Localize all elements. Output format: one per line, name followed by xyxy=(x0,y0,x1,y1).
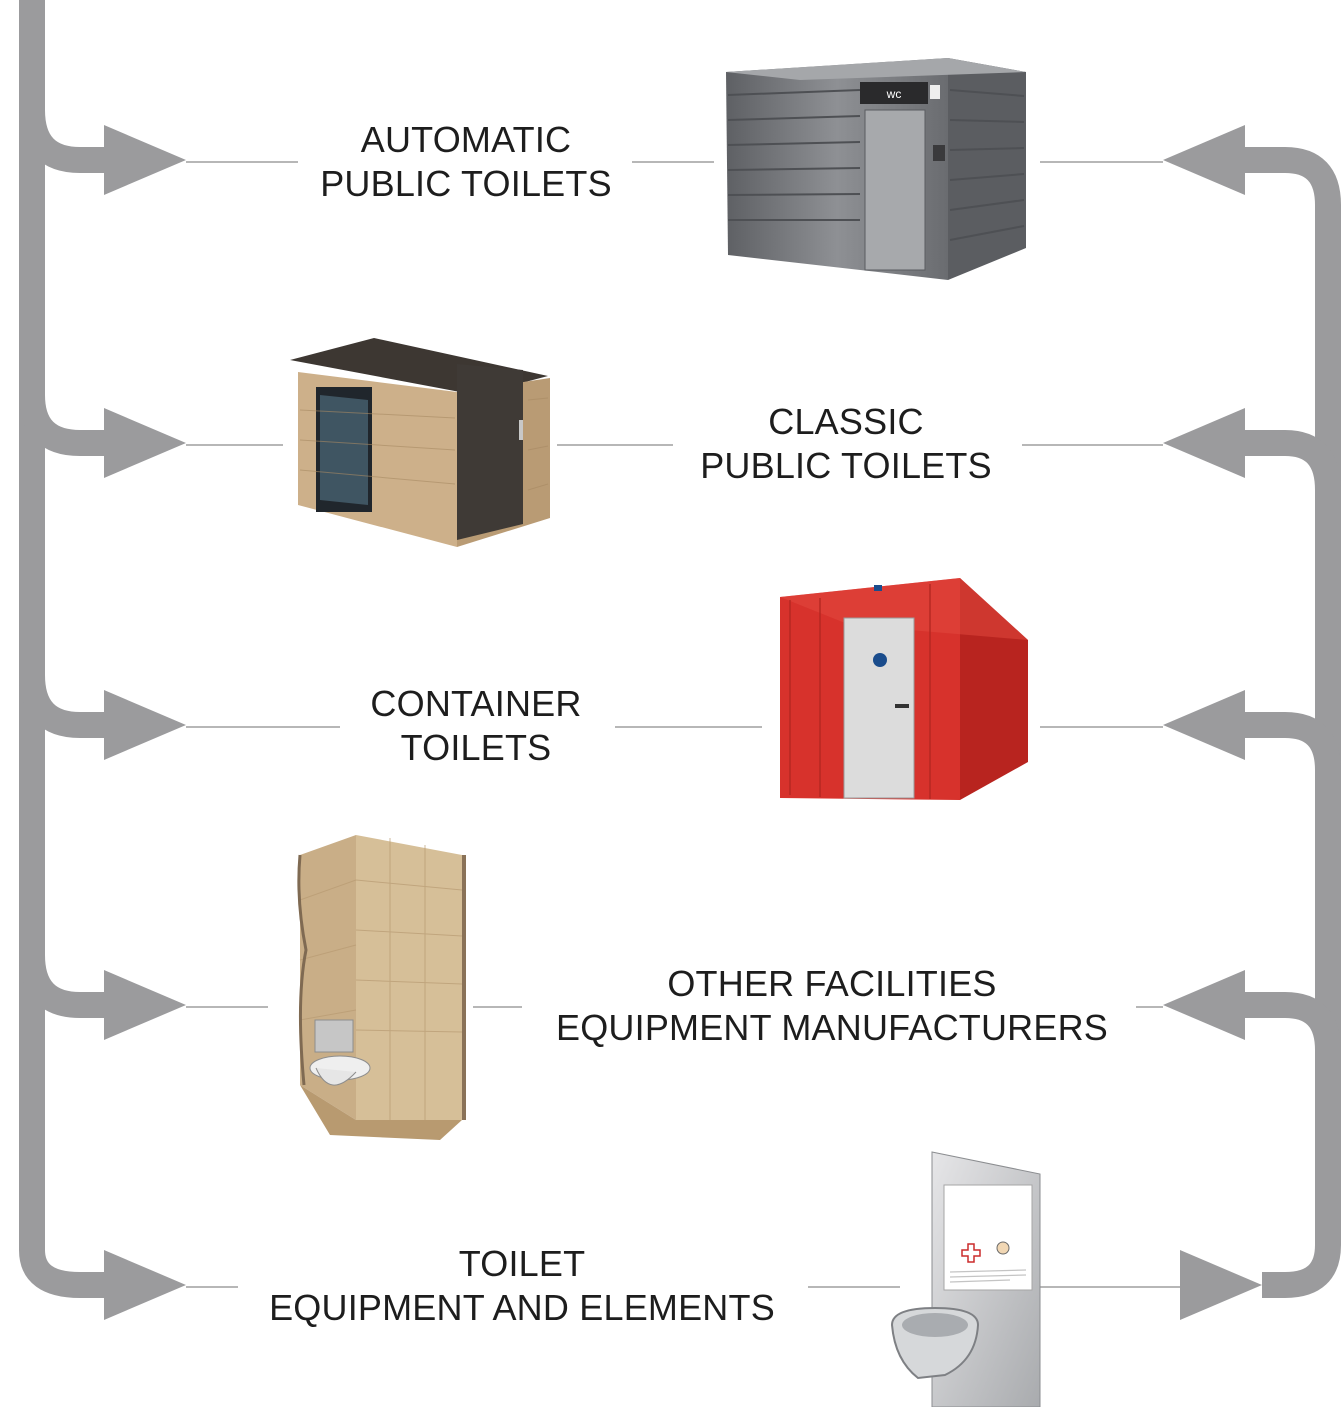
wall-hung-toilet-panel-image xyxy=(890,1151,1041,1407)
label-line: TOILETS xyxy=(400,727,552,768)
label-line: EQUIPMENT MANUFACTURERS xyxy=(556,1007,1108,1048)
arrow-icon xyxy=(1163,125,1245,195)
arrow-icon xyxy=(1180,1250,1262,1320)
first-aid-cross-icon xyxy=(961,1243,981,1263)
arrow-icon xyxy=(1163,970,1245,1040)
left-arrowheads xyxy=(104,125,186,1320)
connector-lines xyxy=(186,161,1180,1288)
category-label-container-toilets: CONTAINER TOILETS xyxy=(336,682,616,770)
svg-text:wc: wc xyxy=(886,87,902,101)
label-line: TOILET xyxy=(458,1243,586,1284)
arrow-icon xyxy=(104,408,186,478)
right-arrowheads xyxy=(1163,125,1262,1320)
label-line: CONTAINER xyxy=(370,683,582,724)
classic-public-toilet-image xyxy=(290,338,550,547)
tiled-wc-cabin-image xyxy=(297,835,466,1140)
arrow-icon xyxy=(104,970,186,1040)
container-toilet-image xyxy=(780,578,1028,800)
label-line: PUBLIC TOILETS xyxy=(320,163,612,204)
label-line: PUBLIC TOILETS xyxy=(700,445,992,486)
category-label-other-facilities: OTHER FACILITIES EQUIPMENT MANUFACTURERS xyxy=(532,962,1132,1050)
label-line: EQUIPMENT AND ELEMENTS xyxy=(269,1287,775,1328)
label-line: OTHER FACILITIES xyxy=(667,963,997,1004)
label-line: CLASSIC xyxy=(768,401,924,442)
right-flow-line xyxy=(1238,147,1341,1298)
arrow-icon xyxy=(104,1250,186,1320)
arrow-icon xyxy=(1163,690,1245,760)
arrow-icon xyxy=(1163,408,1245,478)
automatic-public-toilet-image: wc xyxy=(726,58,1026,280)
arrow-icon xyxy=(104,125,186,195)
category-label-classic-public-toilets: CLASSIC PUBLIC TOILETS xyxy=(686,400,1006,488)
person-icon xyxy=(996,1241,1010,1255)
arrow-icon xyxy=(104,690,186,760)
category-label-automatic-public-toilets: AUTOMATIC PUBLIC TOILETS xyxy=(306,118,626,206)
category-label-toilet-equipment: TOILET EQUIPMENT AND ELEMENTS xyxy=(246,1242,798,1330)
left-flow-line xyxy=(19,0,105,1298)
label-line: AUTOMATIC xyxy=(360,119,572,160)
